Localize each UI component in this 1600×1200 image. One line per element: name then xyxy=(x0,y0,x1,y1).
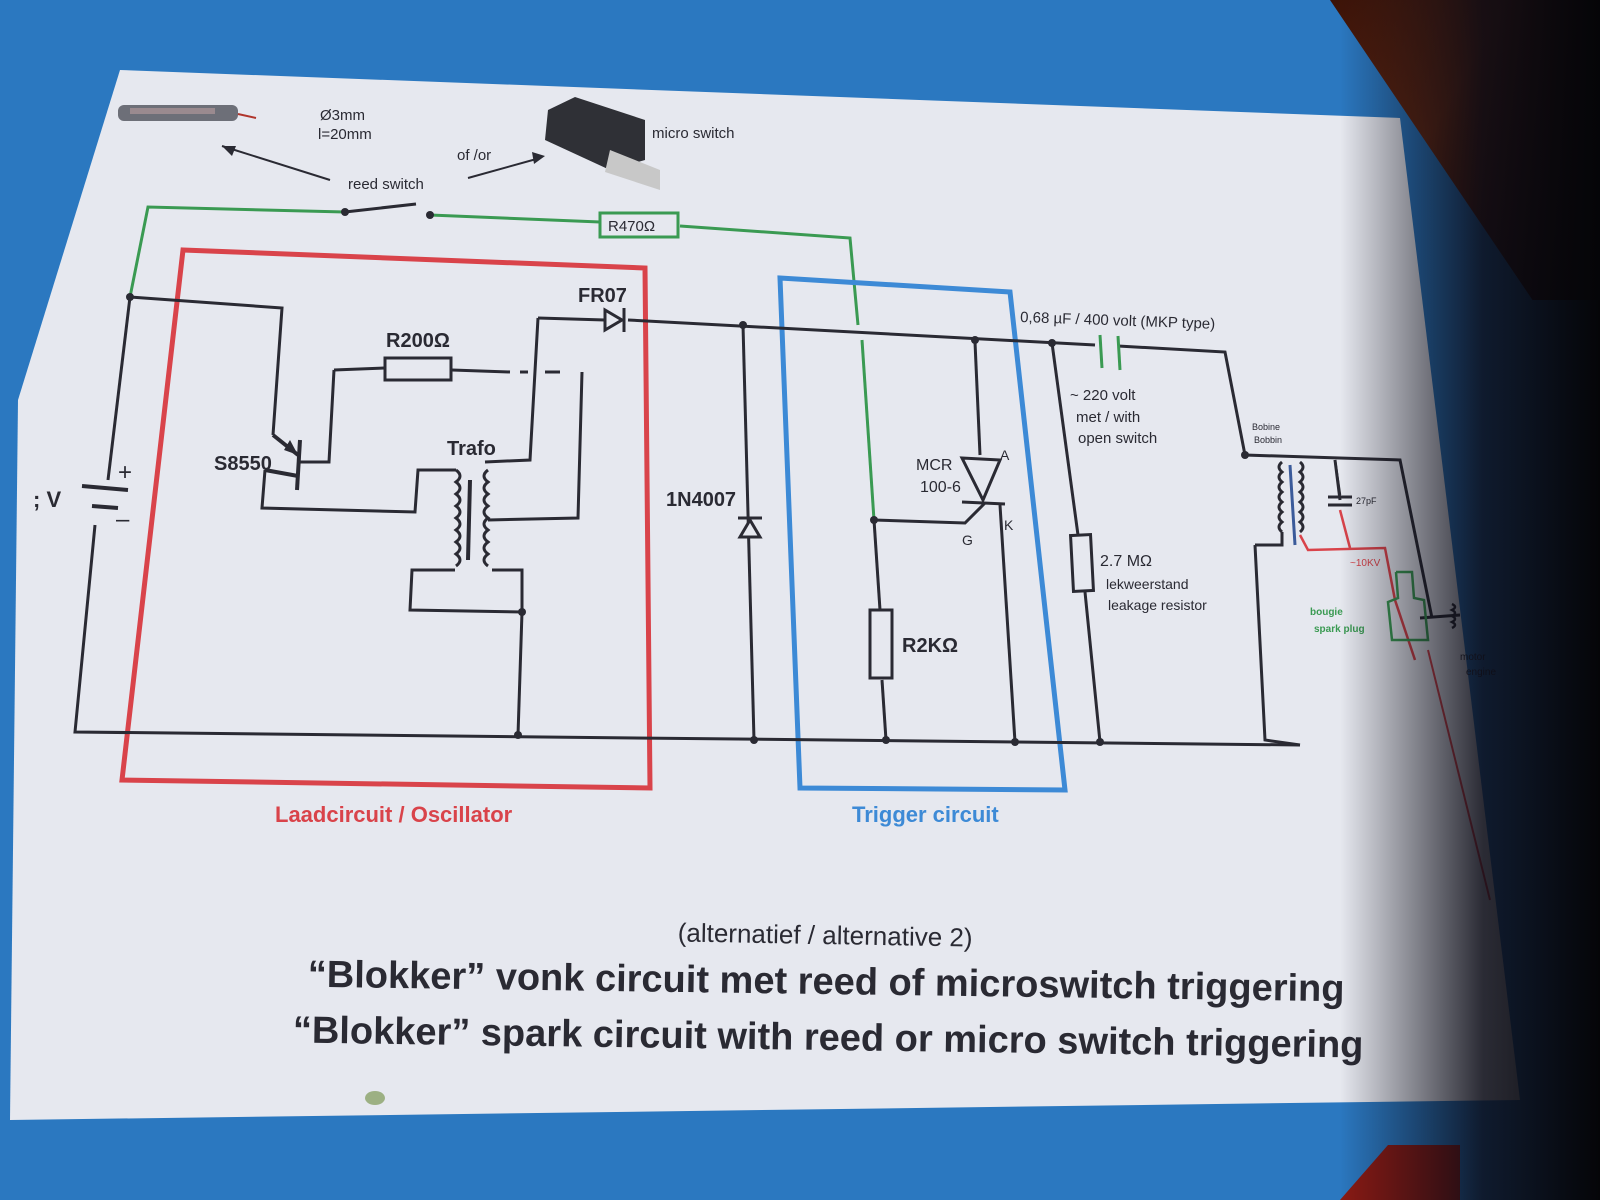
battery-plus-label: + xyxy=(118,459,132,486)
micro-switch-photo xyxy=(545,97,660,190)
junction-dots xyxy=(126,293,1249,746)
reed-spec-length: l=20mm xyxy=(318,126,372,143)
reed-spec-diameter: Ø3mm xyxy=(320,107,365,124)
arrow-head-micro xyxy=(532,152,545,164)
scr-anode-label: A xyxy=(1000,447,1010,463)
leak-resistor-value: 2.7 MΩ xyxy=(1100,553,1152,570)
arrow-to-reed xyxy=(221,145,331,181)
spark-plug-label-nl: bougie xyxy=(1310,607,1343,618)
scr-mcr100-6 xyxy=(959,456,1006,506)
paper-sheet xyxy=(10,70,1520,1120)
bobbin-label-nl: Bobine xyxy=(1252,422,1280,432)
reed-switch-label: reed switch xyxy=(348,176,424,193)
fr07-diode xyxy=(603,307,626,333)
voltage-note-line1: ~ 220 volt xyxy=(1070,387,1136,404)
capacitor-label: 0,68 µF / 400 volt (MKP type) xyxy=(1020,309,1216,333)
voltage-note-line2: met / with xyxy=(1076,409,1140,426)
arrow-to-micro xyxy=(467,157,541,179)
fr07-label: FR07 xyxy=(578,285,627,307)
oscillator-section-box xyxy=(119,247,653,791)
micro-switch-label: micro switch xyxy=(652,125,735,142)
battery-minus-label: – xyxy=(116,506,130,533)
scr-name-line1: MCR xyxy=(916,457,952,474)
scr-gate-label: G xyxy=(962,532,973,548)
green-trigger-wire xyxy=(128,202,876,521)
leak-resistor xyxy=(1068,532,1096,594)
bobbin-coils xyxy=(1255,460,1305,547)
voltage-note-line3: open switch xyxy=(1078,430,1157,447)
diode-1n4007 xyxy=(737,516,763,539)
paper-stain xyxy=(365,1091,385,1105)
subtitle: (alternatief / alternative 2) xyxy=(678,917,973,952)
hv-label: ~10KV xyxy=(1350,558,1381,569)
trafo-label: Trafo xyxy=(447,438,496,460)
reed-contact-left xyxy=(341,208,349,216)
scr-cathode-label: K xyxy=(1004,517,1014,533)
or-label: of /or xyxy=(457,147,491,164)
battery-symbol xyxy=(81,484,129,510)
reed-switch-photo xyxy=(118,105,257,121)
transistor-emitter-arrow xyxy=(284,440,298,455)
reed-contact-right xyxy=(426,211,434,219)
r200-label: R200Ω xyxy=(386,330,450,352)
cap-27pf-label: 27pF xyxy=(1356,496,1377,506)
arrow-head-reed xyxy=(222,146,236,156)
r2k-resistor xyxy=(868,608,894,680)
trigger-section-box xyxy=(777,275,1068,793)
battery-voltage-label: ; V xyxy=(33,487,61,512)
cap-27pf-top-wire xyxy=(1333,459,1342,496)
engine-label-nl: motor xyxy=(1460,652,1486,663)
r470-resistor xyxy=(598,211,680,239)
engine-label-en: engine xyxy=(1466,667,1496,678)
r200-resistor xyxy=(383,356,453,382)
circuit-wires xyxy=(73,295,1461,747)
trigger-section-label: Trigger circuit xyxy=(852,802,999,827)
transistor-label: S8550 xyxy=(214,453,272,475)
oscillator-section-label: Laadcircuit / Oscillator xyxy=(275,802,513,827)
scr-name-line2: 100-6 xyxy=(920,479,961,496)
spark-plug-label-en: spark plug xyxy=(1314,624,1365,635)
r2k-label: R2KΩ xyxy=(902,635,958,657)
leak-resistor-label-nl: lekweerstand xyxy=(1106,576,1189,592)
leak-resistor-label-en: leakage resistor xyxy=(1108,597,1207,613)
diode-1n4007-label: 1N4007 xyxy=(666,489,736,511)
bobbin-label-en: Bobbin xyxy=(1254,435,1282,445)
capacitor-068uf xyxy=(1098,334,1122,371)
trafo-coils xyxy=(453,468,491,568)
r470-label: R470Ω xyxy=(608,218,655,235)
